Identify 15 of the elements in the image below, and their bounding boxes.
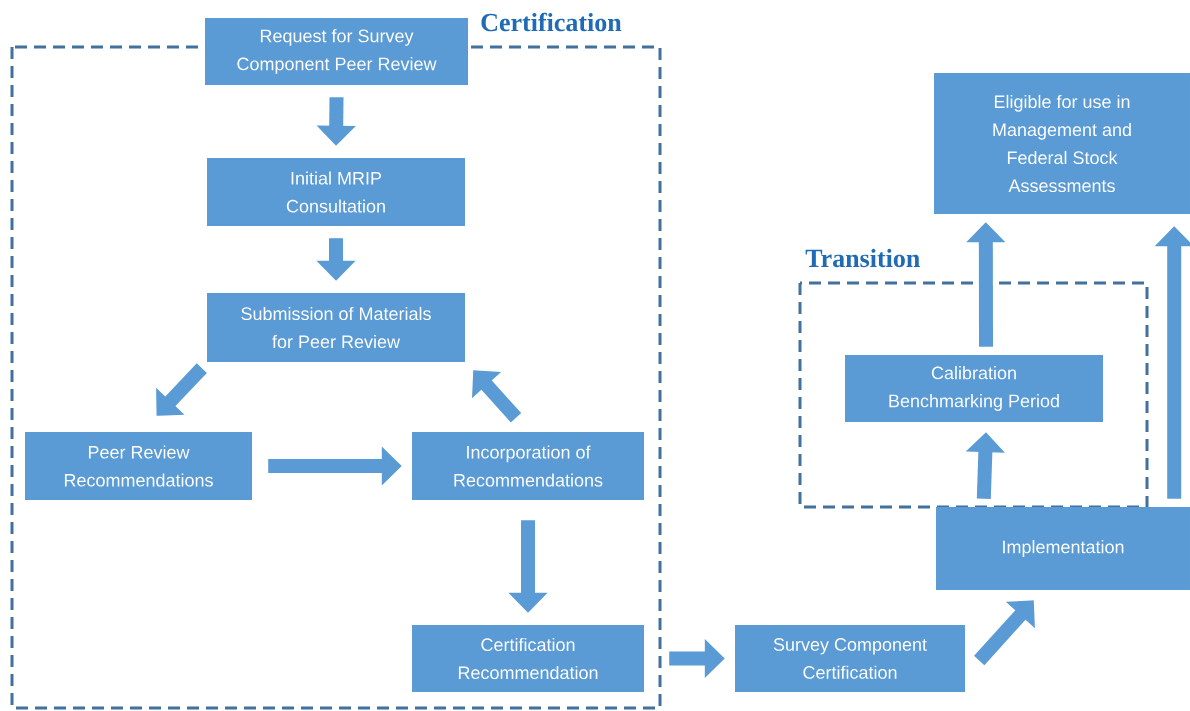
node-label: Certification	[481, 12, 622, 32]
block-arrow	[472, 370, 522, 423]
process-box: Implementation	[936, 507, 1190, 590]
process-box: Initial MRIP Consultation	[207, 158, 465, 226]
process-box: Peer Review Recommendations	[25, 432, 252, 500]
process-box: Request for Survey Component Peer Review	[205, 18, 468, 85]
block-arrow	[156, 363, 207, 416]
process-box: Certification Recommendation	[412, 625, 644, 692]
process-box: Submission of Materials for Peer Review	[207, 293, 465, 362]
process-box: Calibration Benchmarking Period	[845, 355, 1103, 422]
process-box: Eligible for use in Management and Federal Stock Assessments	[934, 73, 1190, 214]
block-arrow	[974, 600, 1035, 666]
node-label: Transition	[805, 248, 920, 268]
process-box: Survey Component Certification	[735, 625, 965, 692]
process-box: Incorporation of Recommendations	[412, 432, 644, 500]
